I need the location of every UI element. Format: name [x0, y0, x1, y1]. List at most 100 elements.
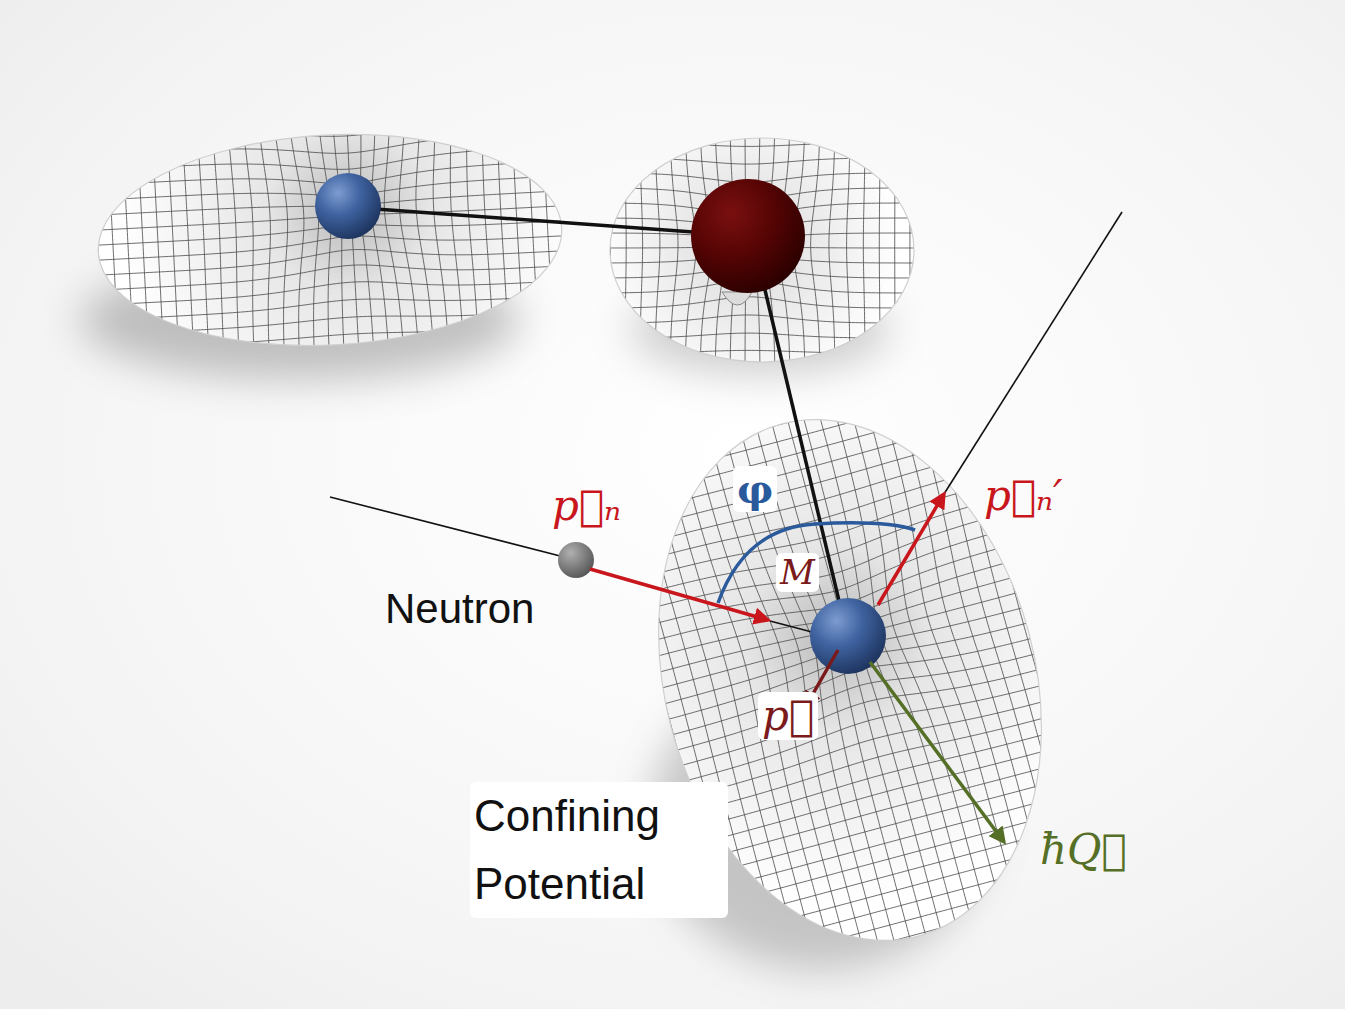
grid-line: [486, 317, 1058, 470]
grid-line: [939, 68, 940, 432]
grid-line: [59, 40, 582, 67]
grid-line: [369, 0, 396, 499]
grid-line: [1012, 329, 1165, 901]
grid-line: [77, 399, 600, 426]
grid-line: [70, 249, 593, 276]
grid-line: [72, 294, 595, 321]
grid-line: [904, 358, 1057, 930]
grid-line: [873, 366, 1026, 938]
grid-line: [564, 0, 591, 489]
grid-line: [580, 427, 944, 428]
grid-line: [324, 0, 351, 501]
grid-line: [249, 0, 276, 505]
grid-line: [77, 384, 600, 411]
bond-line: [765, 290, 840, 605]
angle-label: φ: [733, 466, 777, 512]
grid-line: [309, 0, 336, 502]
grid-line: [553, 564, 1125, 717]
grid-line: [414, 0, 441, 497]
grid-line: [486, 470, 639, 1009]
grid-line: [580, 315, 944, 323]
grid-line: [55, 0, 82, 515]
grid-line: [81, 474, 604, 501]
grid-line: [888, 362, 1041, 934]
grid-line: [1043, 321, 1196, 893]
grid-line: [857, 371, 1010, 943]
grid-line: [1027, 325, 1180, 897]
neutron-track: [770, 621, 812, 632]
surface-rim: [93, 123, 567, 357]
grid-line: [59, 55, 582, 82]
grid-line: [100, 0, 127, 513]
grid-line: [56, 0, 579, 22]
grid-line: [580, 367, 944, 368]
mass-label: M: [776, 553, 819, 592]
grid-line: [894, 68, 895, 432]
grid-line: [863, 68, 865, 432]
grid-line: [279, 0, 306, 504]
scattered-track: [944, 212, 1122, 494]
grid-line: [70, 264, 593, 291]
grid-line: [62, 114, 585, 141]
grid-line: [580, 297, 944, 308]
grid-line: [580, 158, 944, 164]
momentum-label: p⃗ₙ′: [984, 472, 1063, 520]
grid-line: [561, 595, 1133, 748]
grid-line: [339, 0, 366, 500]
grid-line: [80, 444, 603, 471]
grid-line: [625, 433, 778, 1005]
grid-line: [924, 68, 925, 432]
grid-line: [829, 68, 835, 432]
grid-line: [847, 68, 850, 432]
grid-line: [580, 113, 944, 115]
neutron-sphere: [558, 542, 594, 578]
grid-line: [444, 0, 471, 495]
grid-line: [73, 324, 596, 351]
grid-line: [811, 68, 820, 432]
grid-line: [795, 387, 948, 959]
neutron-track: [330, 497, 568, 558]
grid-line: [503, 379, 1075, 532]
grid-line: [73, 309, 596, 336]
grid-line: [294, 0, 321, 503]
particle-label: Neutron: [385, 585, 534, 633]
grid-line: [81, 459, 604, 486]
grid-line: [981, 337, 1134, 909]
grid-line: [474, 0, 501, 493]
grid-line: [811, 383, 964, 955]
grid-line: [145, 0, 172, 511]
grid-line: [57, 10, 580, 37]
grid-line: [429, 0, 456, 496]
grid-line: [459, 0, 486, 494]
grid-line: [580, 143, 944, 146]
grid-line: [64, 144, 587, 171]
grid-line: [580, 382, 944, 383]
grid-line: [580, 128, 944, 130]
surface-grid: [580, 68, 944, 432]
grid-line: [264, 0, 291, 504]
transfer-label: ħQ⃗: [1040, 826, 1127, 874]
grid-line: [548, 453, 701, 1009]
grid-line: [734, 404, 887, 976]
grid-line: [580, 68, 581, 432]
grid-line: [234, 0, 261, 506]
grid-line: [55, 0, 578, 7]
momentum-label: p⃗: [758, 692, 818, 740]
grid-line: [580, 83, 944, 84]
grid-line: [61, 84, 584, 111]
grid-line: [115, 0, 142, 512]
atom-sphere: [691, 179, 805, 293]
grid-line: [504, 0, 531, 492]
surface-rim: [610, 138, 914, 362]
atom-sphere: [315, 173, 381, 239]
potential-surfaces: [55, 0, 1212, 1009]
grid-line: [580, 397, 944, 398]
grid-line: [909, 68, 910, 432]
grid-line: [384, 0, 411, 498]
surface-grid: [55, 0, 605, 515]
potential-label: Confining Potential: [470, 782, 728, 918]
grid-line: [655, 68, 660, 432]
momentum-label: p⃗ₙ: [552, 482, 621, 530]
grid-line: [69, 234, 592, 261]
